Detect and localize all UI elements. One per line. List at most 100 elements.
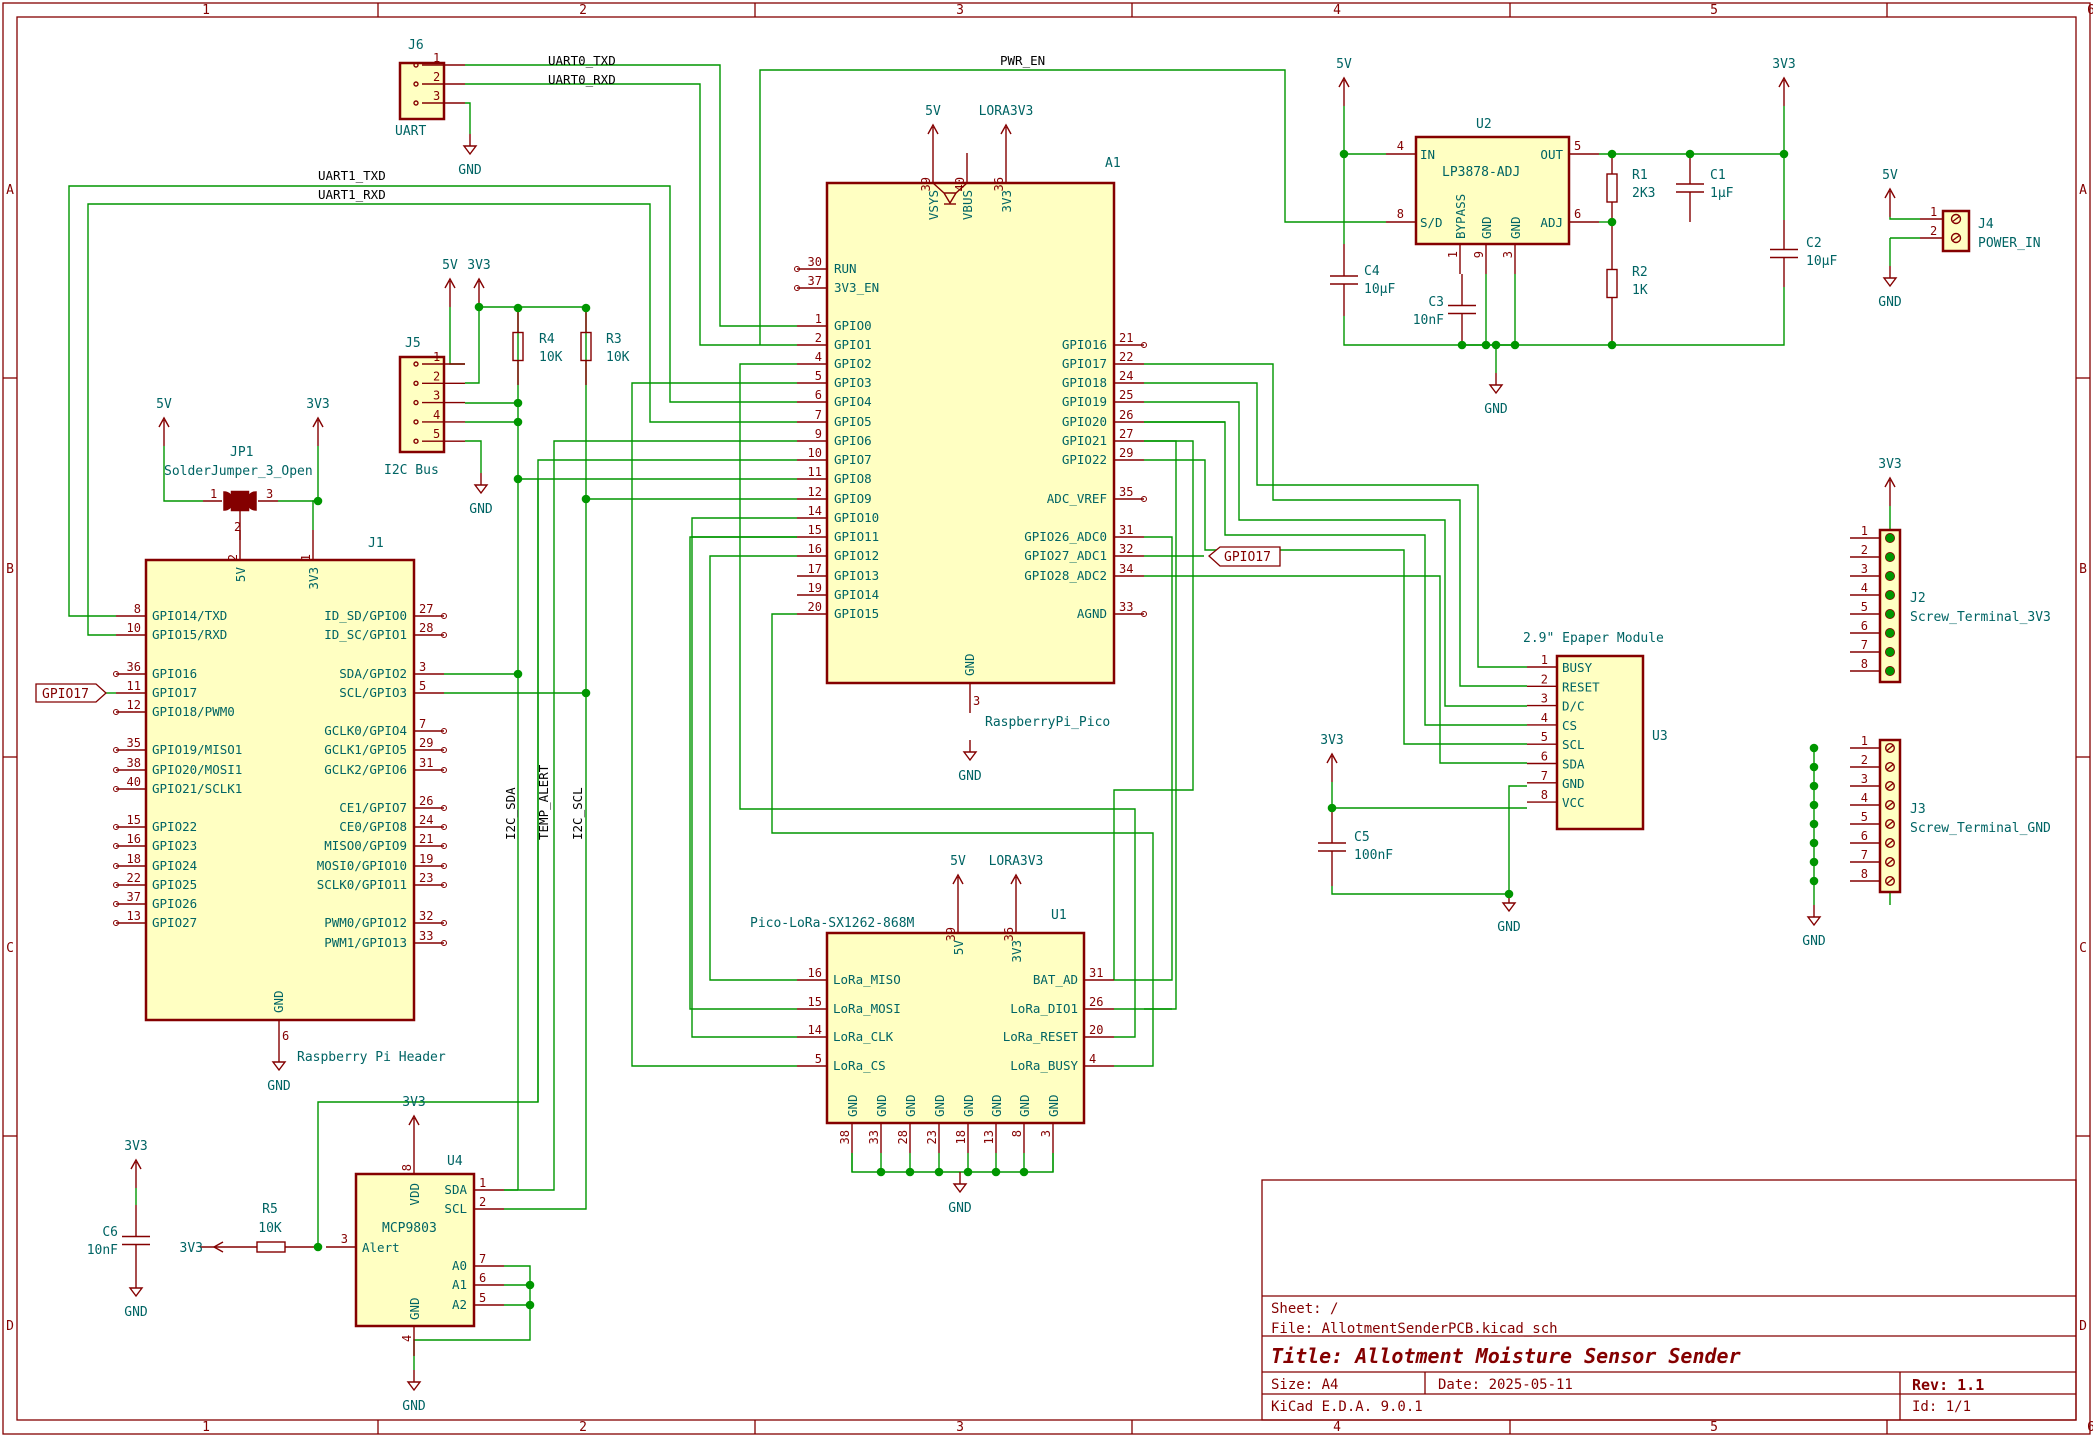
no-connect-pin	[113, 824, 119, 830]
ground-symbol	[1882, 277, 1898, 288]
junction-dot	[1809, 762, 1819, 772]
u4-value: MCP9803	[382, 1221, 437, 1236]
no-connect-pin	[441, 728, 447, 734]
ground-symbol	[952, 1183, 968, 1194]
pin-number: 8	[400, 1164, 414, 1171]
pin-name: GPIO24	[152, 858, 197, 873]
power-label: 5V	[1882, 168, 1898, 183]
junction-dot	[1339, 149, 1349, 159]
screw-terminal	[1884, 762, 1895, 773]
pin-name: GPIO26	[152, 896, 197, 911]
pin-number: 8	[1010, 1130, 1024, 1137]
pin-number: 5	[1861, 600, 1868, 614]
pin-number: 26	[419, 794, 433, 808]
pin-number: 16	[127, 832, 141, 846]
frame-column-label: 1	[202, 3, 210, 18]
pin-number: 33	[419, 929, 433, 943]
pin-number: 2	[226, 554, 240, 561]
j2-screw-terminal	[1878, 528, 1902, 684]
pin-line	[932, 182, 945, 194]
pin-name: MOSI0/GPIO10	[317, 858, 407, 873]
frame-column-label: 6	[2087, 1420, 2093, 1435]
pin-number: 28	[896, 1130, 910, 1144]
pin-number: 19	[419, 852, 433, 866]
j3-screw-terminal	[1878, 738, 1902, 894]
frame-row-label: B	[2079, 562, 2087, 577]
wire	[163, 446, 203, 502]
no-connect-pin	[1141, 611, 1147, 617]
pin-line	[1886, 763, 1894, 771]
j6-uart-connector	[398, 61, 446, 121]
title-rev: Rev: 1.1	[1912, 1376, 1984, 1394]
pin-number: 32	[419, 909, 433, 923]
pin-number: 30	[808, 255, 822, 269]
pin-number: 1	[210, 487, 217, 501]
junction-dot	[1457, 340, 1467, 350]
pin-name: SDA	[1562, 757, 1585, 772]
wire	[465, 83, 797, 346]
pin-number: 3	[433, 89, 440, 103]
power-label: 5V	[442, 258, 458, 273]
power-up-arrow-head	[1778, 76, 1790, 88]
connector-pin	[413, 419, 419, 425]
wire	[1144, 575, 1527, 764]
resistor-value: 10K	[606, 350, 630, 365]
j1-value: Raspberry Pi Header	[297, 1050, 446, 1065]
junction-dot	[905, 1167, 915, 1177]
resistor-body	[1606, 173, 1618, 203]
pin-name: GPIO10	[834, 510, 879, 525]
pin-number: 29	[419, 736, 433, 750]
junction-dot	[1885, 666, 1895, 676]
pin-number: 21	[1119, 331, 1133, 345]
ground-label: GND	[267, 1079, 291, 1094]
pin-name: 3V3_EN	[834, 280, 879, 295]
power-up-arrow-head	[1884, 187, 1896, 199]
no-connect-pin	[113, 786, 119, 792]
power-left-arrow-head	[212, 1241, 224, 1253]
pin-number: 3	[341, 1232, 348, 1246]
pin-number: 1	[479, 1176, 486, 1190]
wire	[87, 203, 797, 636]
wire	[1508, 785, 1527, 891]
pin-name: CE0/GPIO8	[339, 819, 407, 834]
net-label-uart0-rxd: UART0_RXD	[548, 72, 616, 87]
j2-ref: J2	[1910, 591, 1926, 606]
pin-number: 1	[433, 51, 440, 65]
pin-number: 2	[1861, 753, 1868, 767]
wire	[68, 185, 797, 617]
u4-ref: U4	[447, 1154, 463, 1169]
pin-line	[1886, 782, 1894, 790]
pin-name: ID_SC/GPIO1	[324, 627, 407, 642]
pin-number: 8	[1861, 657, 1868, 671]
pin-name: GND	[932, 1094, 947, 1117]
capacitor-value: 10µF	[1364, 282, 1395, 297]
pin-name: A2	[452, 1297, 467, 1312]
pin-name: PWM1/GPIO13	[324, 935, 407, 950]
ground-symbol	[1501, 902, 1517, 913]
pin-name: GND	[962, 653, 977, 676]
no-connect-pin	[794, 285, 800, 291]
pin-number: 27	[419, 602, 433, 616]
no-connect-pin	[441, 940, 447, 946]
pin-number: 2	[1861, 543, 1868, 557]
pin-name: D/C	[1562, 699, 1585, 714]
no-connect-pin	[441, 805, 447, 811]
pin-number: 3	[1861, 562, 1868, 576]
pin-name: GND	[989, 1094, 1004, 1117]
pin-name: LoRa_DIO1	[1010, 1001, 1078, 1016]
pin-name: VSYS	[926, 190, 941, 220]
ground-label: GND	[124, 1305, 148, 1320]
junction-dot	[1809, 819, 1819, 829]
pin-number: 25	[1119, 388, 1133, 402]
global-label-gpio17-header	[35, 683, 107, 703]
pin-number: 13	[982, 1130, 996, 1144]
ground-label: GND	[958, 769, 982, 784]
pin-number: 12	[808, 485, 822, 499]
pin-number: 4	[1541, 711, 1548, 725]
u1-ref: U1	[1051, 908, 1067, 923]
junction-dot	[876, 1167, 886, 1177]
screw-terminal	[1950, 232, 1962, 244]
pin-number: 3	[1861, 772, 1868, 786]
pin-number: 9	[1472, 251, 1486, 258]
